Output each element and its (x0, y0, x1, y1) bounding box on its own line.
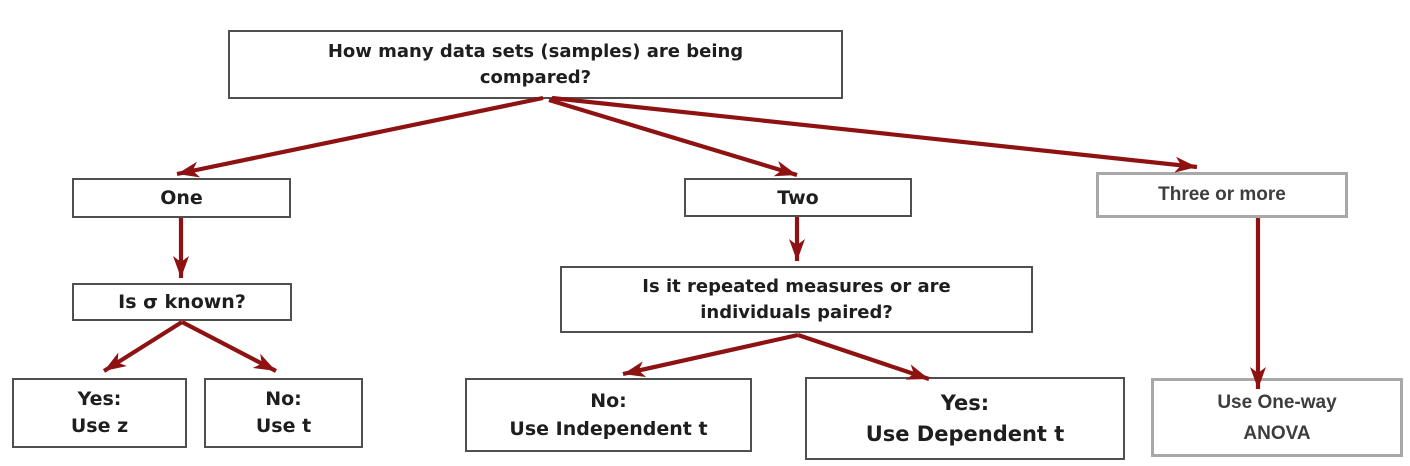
arrow-sigma-known-to-use-z (102, 320, 184, 373)
node-independent-t-line2: Use Independent t (509, 418, 708, 440)
node-anova-line1: Use One-way (1217, 391, 1337, 413)
arrow-root-to-one (176, 95, 544, 178)
node-use-t-line2: Use t (255, 415, 312, 437)
node-independent-t: No: Use Independent t (465, 378, 752, 452)
node-anova: Use One-way ANOVA (1151, 378, 1403, 457)
node-one-label: One (160, 187, 203, 209)
arrow-root-to-two (548, 97, 798, 178)
node-root-question-line1: How many data sets (samples) are being (327, 40, 744, 62)
arrow-root-to-three-or-more (551, 95, 1198, 173)
node-paired-question-line1: Is it repeated measures or are (642, 275, 951, 297)
node-use-t: No: Use t (204, 378, 363, 448)
node-anova-line2: ANOVA (1243, 422, 1311, 444)
arrow-paired-to-independent-t (622, 332, 799, 378)
node-paired-question-line2: individuals paired? (700, 301, 893, 323)
node-use-t-line1: No: (265, 388, 302, 410)
node-paired-question: Is it repeated measures or are individua… (560, 266, 1033, 333)
node-dependent-t: Yes: Use Dependent t (805, 377, 1125, 460)
node-use-z-line2: Use z (70, 415, 129, 437)
node-two-label: Two (777, 186, 819, 209)
arrow-sigma-known-to-use-t (181, 320, 277, 373)
node-sigma-known-label: Is σ known? (118, 291, 246, 313)
node-three-or-more: Three or more (1096, 172, 1348, 218)
node-one: One (72, 178, 291, 218)
node-dependent-t-line1: Yes: (940, 390, 990, 415)
node-root-question: How many data sets (samples) are being c… (228, 30, 843, 99)
node-dependent-t-line2: Use Dependent t (865, 421, 1065, 446)
arrow-paired-to-dependent-t (797, 333, 930, 381)
node-three-or-more-label: Three or more (1158, 184, 1286, 205)
node-use-z-line1: Yes: (77, 388, 122, 410)
node-use-z: Yes: Use z (12, 378, 187, 448)
node-sigma-known: Is σ known? (72, 283, 292, 321)
node-root-question-line2: compared? (479, 66, 592, 88)
node-independent-t-line1: No: (590, 390, 627, 412)
node-two: Two (684, 178, 912, 217)
